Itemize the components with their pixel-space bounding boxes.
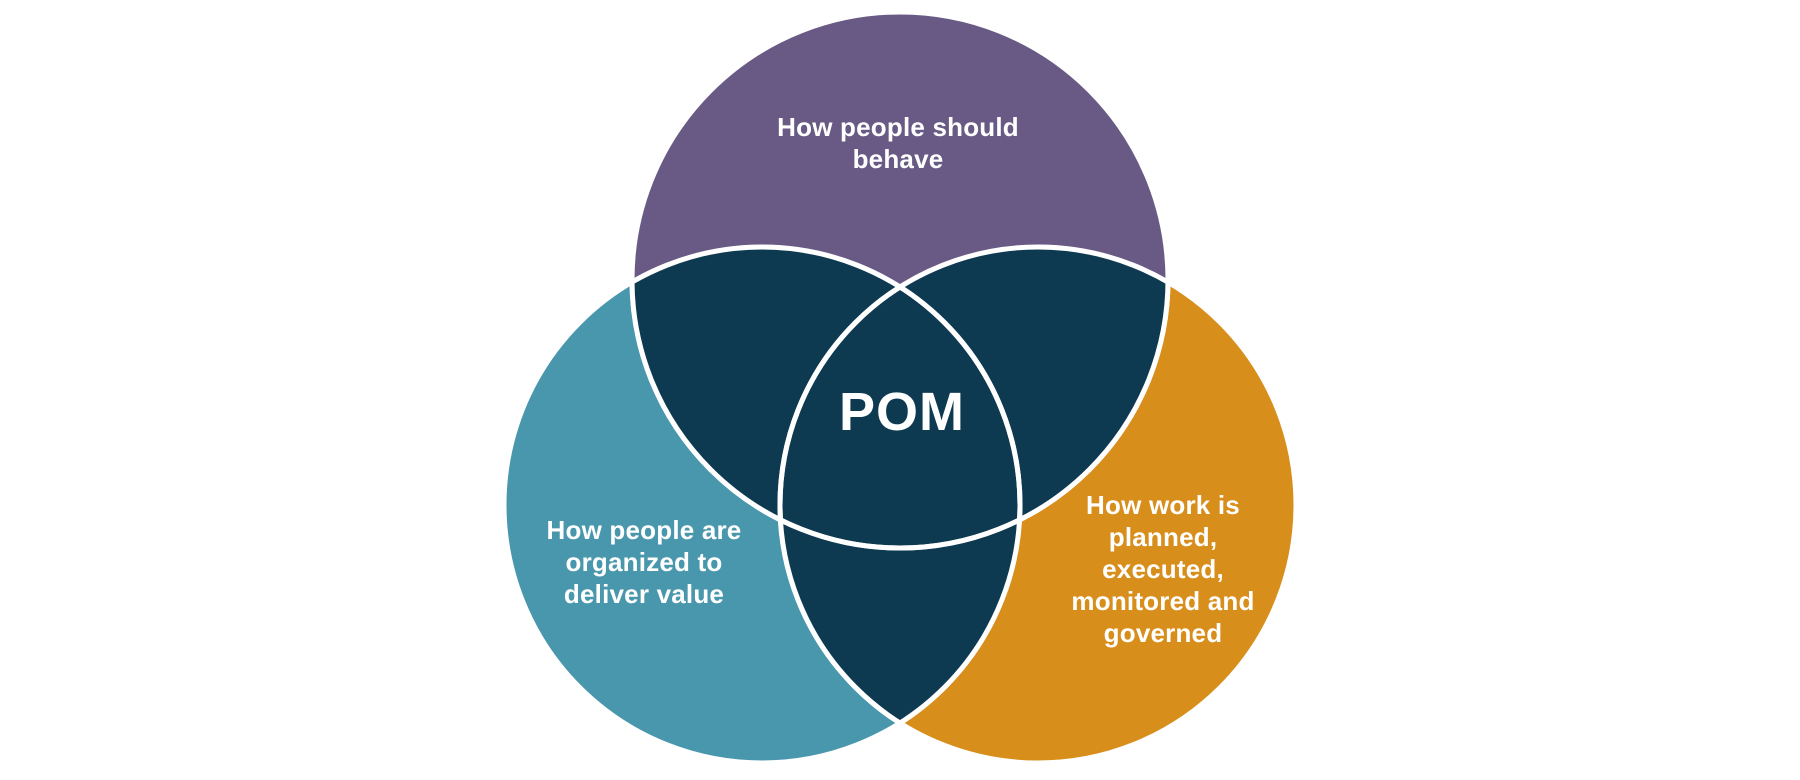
overlap-organization-work <box>780 247 1020 763</box>
arc-organization-in-work <box>780 247 1023 763</box>
overlap-lower-group <box>780 247 1020 763</box>
label-organization: How people are organized to deliver valu… <box>546 515 742 609</box>
label-pom-center: POM <box>838 382 966 442</box>
label-work: How work is planned, executed, monitored… <box>1071 490 1255 648</box>
arc-work-in-organization <box>777 247 1020 763</box>
label-behavior: How people should behave <box>777 112 1019 174</box>
